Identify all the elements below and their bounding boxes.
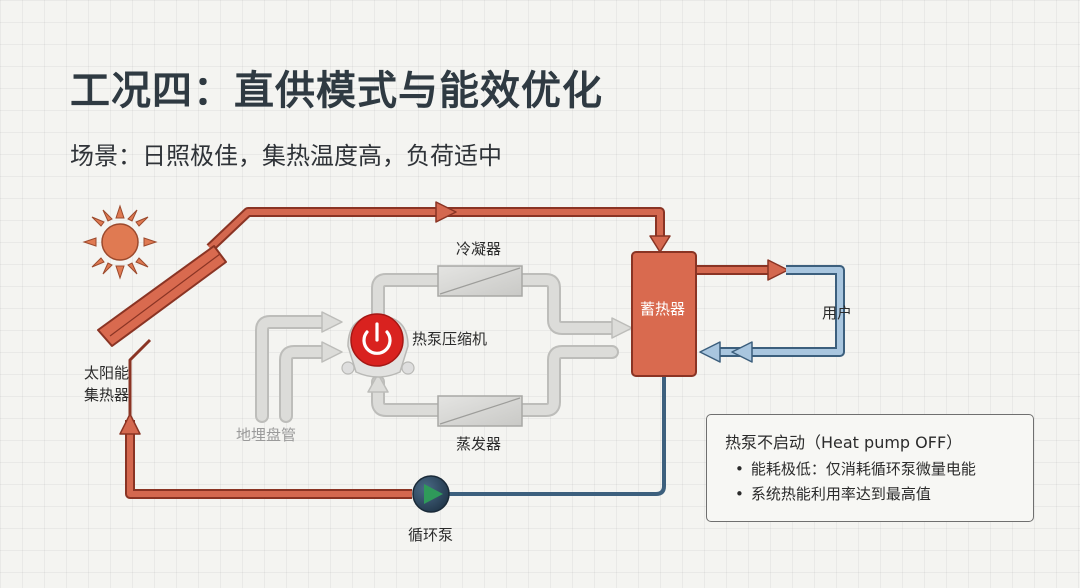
flow-arrow-up bbox=[119, 413, 141, 435]
heat-pump-off-note: 热泵不启动（Heat pump OFF） 能耗极低：仅消耗循环泵微量电能 系统热… bbox=[706, 414, 1034, 522]
inactive-arrow-4 bbox=[367, 373, 389, 393]
note-title: 热泵不启动（Heat pump OFF） bbox=[725, 433, 963, 452]
inactive-heat-pump-loop bbox=[255, 273, 633, 423]
pump-label: 循环泵 bbox=[408, 526, 454, 544]
solar-collector-label: 太阳能 集热器 bbox=[84, 362, 129, 406]
page-title: 工况四：直供模式与能效优化 bbox=[70, 68, 603, 114]
note-item: 能耗极低：仅消耗循环泵微量电能 bbox=[725, 457, 1015, 482]
sun-icon bbox=[82, 204, 158, 280]
solar-collector-label-line1: 太阳能 bbox=[84, 364, 130, 382]
evaporator-label: 蒸发器 bbox=[456, 435, 502, 453]
compressor-label: 热泵压缩机 bbox=[412, 330, 488, 348]
evaporator bbox=[437, 395, 523, 427]
flow-arrow-top bbox=[435, 201, 457, 223]
note-item: 系统热能利用率达到最高值 bbox=[725, 482, 1015, 507]
storage-tank bbox=[631, 251, 697, 377]
return-pipe bbox=[119, 338, 666, 499]
flow-arrow-to-user bbox=[767, 259, 789, 281]
inactive-arrow-2 bbox=[321, 311, 343, 333]
flow-arrow-return-1 bbox=[731, 341, 753, 363]
inactive-arrow-1 bbox=[611, 317, 633, 339]
condenser-label: 冷凝器 bbox=[456, 240, 502, 258]
pump-icon bbox=[412, 475, 450, 513]
condenser bbox=[437, 265, 523, 297]
scenario-subtitle: 场景：日照极佳，集热温度高，负荷适中 bbox=[70, 142, 502, 170]
solar-collector-label-line2: 集热器 bbox=[84, 386, 130, 404]
user-loop bbox=[696, 259, 845, 363]
ground-coil-label: 地埋盘管 bbox=[236, 426, 297, 444]
flow-arrow-return-2 bbox=[699, 341, 721, 363]
user-label: 用户 bbox=[822, 304, 853, 322]
hot-supply-pipe bbox=[206, 201, 671, 253]
flow-arrow-into-storage bbox=[649, 235, 671, 253]
power-icon bbox=[350, 313, 404, 367]
storage-label: 蓄热器 bbox=[640, 300, 686, 318]
solar-collector bbox=[97, 245, 227, 347]
inactive-arrow-3 bbox=[321, 341, 343, 363]
